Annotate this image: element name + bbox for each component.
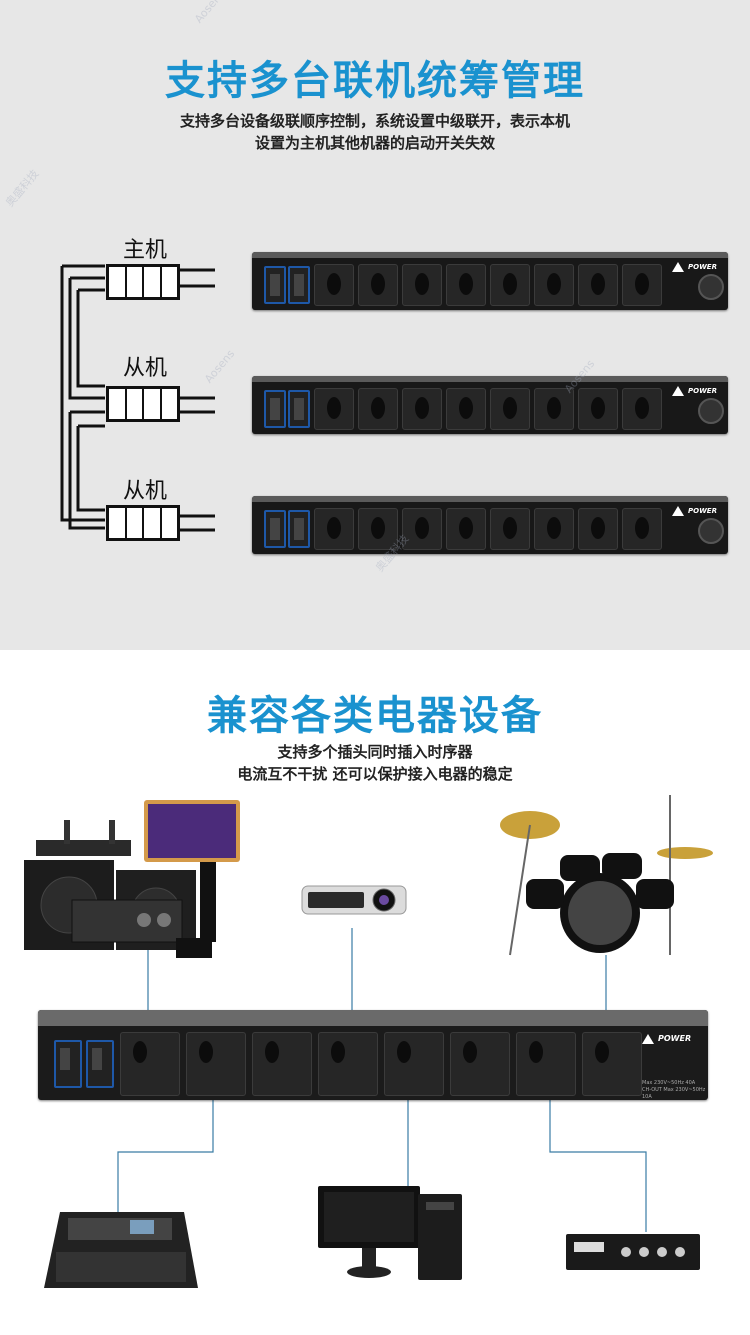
power-socket [402,264,442,306]
desktop-computer-image [318,1184,466,1282]
power-socket [402,388,442,430]
sequencer-unit-slave-1: POWER [252,376,728,434]
power-socket [446,508,486,550]
power-socket [490,388,530,430]
rs232-port [264,390,286,428]
power-socket [358,264,398,306]
power-socket [534,508,574,550]
role-label-master: 主机 [122,238,167,263]
cascade-subtitle: 支持多台设备级联顺序控制，系统设置中级联开，表示本机 设置为主机其他机器的启动开… [0,110,750,154]
power-socket [402,508,442,550]
power-socket [578,388,618,430]
projector-image [300,880,410,920]
karaoke-system-image [24,800,244,960]
compatibility-subtitle-line-2: 电流互不干扰 还可以保护接入电器的稳定 [237,765,513,783]
spec-label: Max 230V~50Hz 40A CH-OUT Max 230V~50Hz 1… [642,1080,708,1101]
rs232-port [264,266,286,304]
power-label: POWER [688,263,717,271]
cascade-section: 支持多台联机统筹管理 支持多台设备级联顺序控制，系统设置中级联开，表示本机 设置… [0,0,750,650]
warning-icon [672,506,684,516]
power-socket [534,264,574,306]
connector-master [106,264,180,300]
drum-kit-image [490,795,720,965]
warning-icon [672,386,684,396]
sequencer-unit-slave-2: POWER [252,496,728,554]
power-socket [314,508,354,550]
amplifier-image [566,1228,700,1274]
sequencer-unit-master: POWER [252,252,728,310]
cascade-title: 支持多台联机统筹管理 [165,58,585,104]
compatibility-subtitle-line-1: 支持多个插头同时插入时序器 [277,743,473,761]
power-label: POWER [688,387,717,395]
warning-icon [642,1034,654,1044]
power-socket [446,388,486,430]
power-socket [358,388,398,430]
power-socket [578,508,618,550]
rs232-port [264,510,286,548]
power-socket [490,264,530,306]
power-knob [698,518,724,544]
sequencer-main-front-panel: POWER Max 230V~50Hz 40A CH-OUT Max 230V~… [38,1010,708,1100]
cascade-subtitle-line-2: 设置为主机其他机器的启动开关失效 [254,134,495,152]
power-socket [314,388,354,430]
power-socket [318,1032,378,1096]
compatibility-subtitle: 支持多个插头同时插入时序器 电流互不干扰 还可以保护接入电器的稳定 [0,741,750,785]
power-socket [516,1032,576,1096]
compatibility-title: 兼容各类电器设备 [207,693,543,739]
power-socket [622,264,662,306]
power-socket [450,1032,510,1096]
cascade-wiring [60,264,215,532]
power-socket [622,508,662,550]
power-knob [698,398,724,424]
warning-icon [672,262,684,272]
power-socket [578,264,618,306]
power-socket [534,388,574,430]
power-socket [490,508,530,550]
power-socket [384,1032,444,1096]
connector-slave-1 [106,386,180,422]
power-socket [120,1032,180,1096]
cascade-subtitle-line-1: 支持多台设备级联顺序控制，系统设置中级联开，表示本机 [179,112,570,130]
power-knob [698,274,724,300]
power-socket [358,508,398,550]
rs232-port [86,1040,114,1088]
power-socket [252,1032,312,1096]
spec-line-1: Max 230V~50Hz 40A [642,1080,696,1086]
connector-slave-2 [106,505,180,541]
spec-line-2: CH-OUT Max 230V~50Hz 10A [642,1087,706,1100]
power-socket [582,1032,642,1096]
rs232-port [288,510,310,548]
power-socket [622,388,662,430]
mixing-console-image [44,1212,198,1292]
rs232-port [288,390,310,428]
power-label: POWER [688,507,717,515]
power-label: POWER [658,1034,692,1043]
role-label-slave-1: 从机 [122,356,167,381]
role-label-slave-2: 从机 [122,479,167,504]
rs232-port [288,266,310,304]
power-socket [314,264,354,306]
power-socket [446,264,486,306]
power-socket [186,1032,246,1096]
rs232-port [54,1040,82,1088]
